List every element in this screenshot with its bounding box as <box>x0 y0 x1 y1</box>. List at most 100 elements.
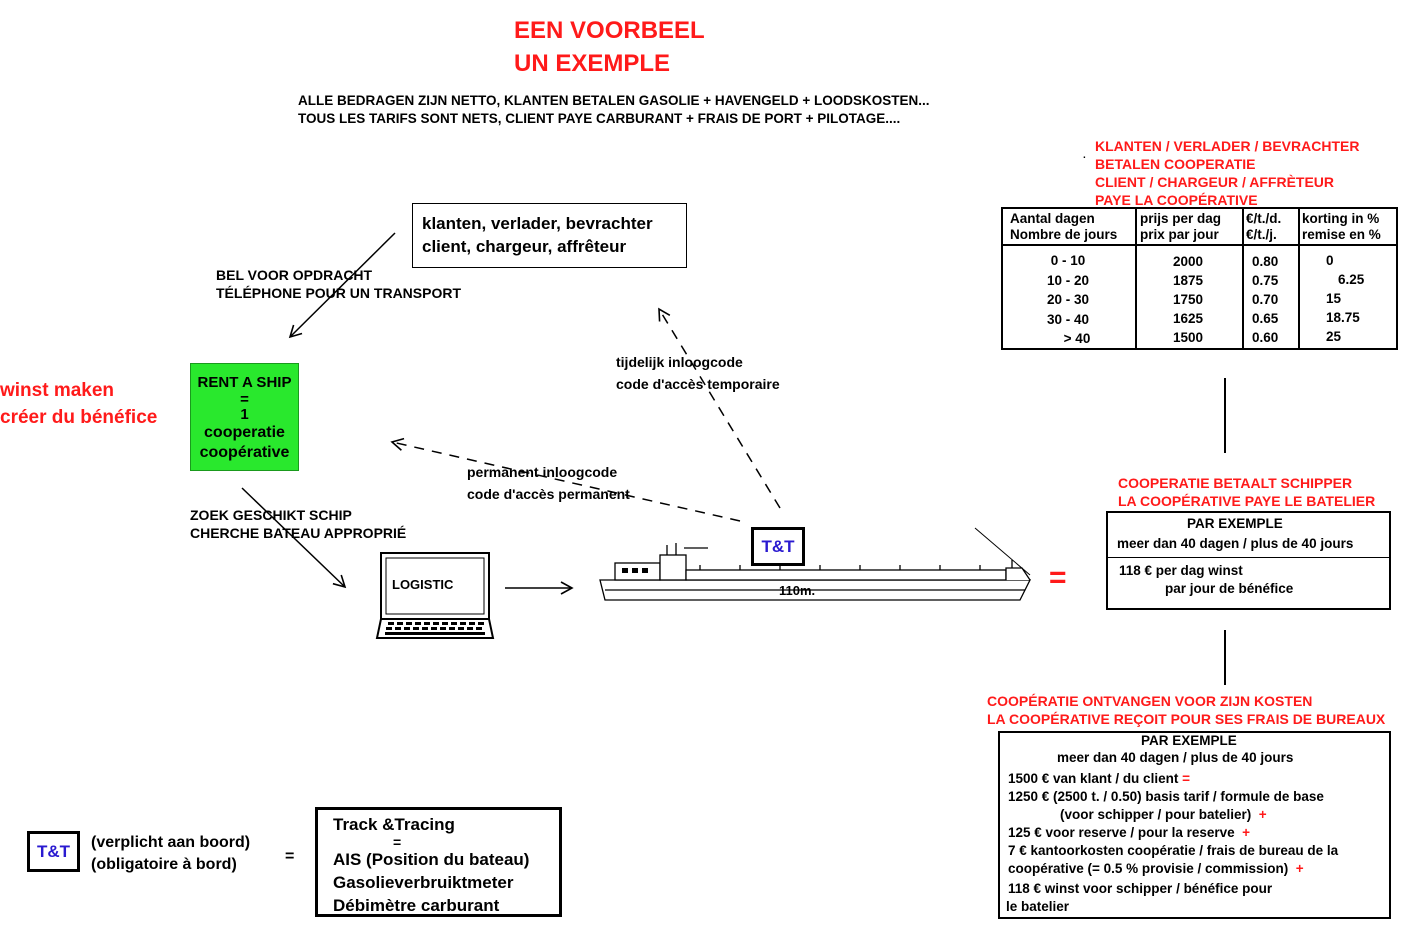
coop-line-2a: 1250 € (2500 t. / 0.50) basis tarif / fo… <box>1008 789 1324 804</box>
tariff-heading: KLANTEN / VERLADER / BEVRACHTER BETALEN … <box>1095 137 1359 209</box>
ship-length: 110m. <box>779 583 816 598</box>
coop-op-4: + <box>1295 861 1304 876</box>
coop-line-4a: 7 € kantoorkosten coopératie / frais de … <box>1008 843 1339 858</box>
legend-box: Track &Tracing = AIS (Position du bateau… <box>315 807 562 917</box>
coop-heading-nl: COOPÉRATIE ONTVANGEN VOOR ZIJN KOSTEN <box>987 693 1313 709</box>
coop-line-5b: le batelier <box>1006 899 1070 914</box>
table-cell: 0.70 <box>1252 292 1279 307</box>
table-cell: 0.60 <box>1252 330 1279 345</box>
profit-fr: créer du bénéfice <box>0 407 158 428</box>
laptop-icon <box>375 552 495 639</box>
table-cell: 6.25 <box>1338 272 1365 287</box>
header-discount-fr: remise en % <box>1302 227 1381 242</box>
table-row: 20 - 30 <box>1046 292 1090 307</box>
table-row: 10 - 20 <box>1046 272 1090 288</box>
laptop-label: LOGISTIC <box>392 577 454 592</box>
table-cell: 1875 <box>1173 273 1204 288</box>
perm-code-label: permanent inloogcode code d'accès perman… <box>467 461 630 505</box>
rent-line-5: coopérative <box>199 444 290 461</box>
coop-op-1: = <box>1182 771 1190 786</box>
header-rate-nl: €/t./d. <box>1246 211 1282 226</box>
table-cell: 0.65 <box>1252 311 1279 326</box>
legend-tt-badge: T&T <box>27 831 80 872</box>
coop-op-3: + <box>1242 825 1251 840</box>
tariff-header-rate: €/t./d. €/t./j. <box>1246 211 1281 243</box>
skipper-heading: COOPERATIE BETAALT SCHIPPER LA COOPÉRATI… <box>1118 474 1375 510</box>
table-cell: 18.75 <box>1326 310 1360 325</box>
ship-tt-badge: T&T <box>751 527 805 566</box>
client-line-2: client, chargeur, affrêteur <box>422 237 627 256</box>
table-row: > 40 <box>1063 331 1091 346</box>
ship-icon <box>599 527 1032 601</box>
rent-line-2: = <box>240 391 249 408</box>
tariff-header-price: prijs per dag prix par jour <box>1140 211 1221 243</box>
header-price-nl: prijs per dag <box>1140 211 1222 226</box>
tariff-heading-2: BETALEN COOPERATIE <box>1095 156 1256 172</box>
header-rate-fr: €/t./j. <box>1246 227 1277 242</box>
tariff-heading-1: KLANTEN / VERLADER / BEVRACHTER <box>1095 138 1360 154</box>
legend-fr: (obligatoire à bord) <box>91 856 237 873</box>
legend-nl: (verplicht aan boord) <box>91 834 251 851</box>
coop-line-1: 1500 € van klant / du client = <box>1008 770 1190 788</box>
legend-equals: = <box>285 848 295 865</box>
table-cell: 1625 <box>1173 311 1204 326</box>
tariff-col-price: 2000 1875 1750 1625 1500 <box>1173 252 1203 347</box>
skipper-days: meer dan 40 dagen / plus de 40 jours <box>1117 536 1354 551</box>
legend-tt-text: (verplicht aan boord) (obligatoire à bor… <box>91 832 250 876</box>
tariff-dot: . <box>1083 150 1086 161</box>
call-fr: TÉLÉPHONE POUR UN TRANSPORT <box>216 285 462 301</box>
perm-code-fr: code d'accès permanent <box>467 486 630 502</box>
client-line-1: klanten, verlader, bevrachter <box>422 214 653 233</box>
table-cell: 1750 <box>1173 292 1204 307</box>
header-days-fr: Nombre de jours <box>1010 227 1118 242</box>
title: EEN VOORBEEL UN EXEMPLE <box>514 14 705 80</box>
table-cell: 0.80 <box>1252 254 1279 269</box>
table-cell: 0 <box>1326 253 1334 268</box>
header-discount-nl: korting in % <box>1302 211 1380 226</box>
arrow-call <box>288 232 396 339</box>
tariff-col-discount: 0 6.25 15 18.75 25 <box>1326 251 1364 346</box>
skipper-example: PAR EXEMPLE <box>1187 516 1283 531</box>
coop-example: PAR EXEMPLE <box>1141 733 1237 748</box>
table-cell: 15 <box>1326 291 1342 306</box>
coop-line-2b: (voor schipper / pour batelier) + <box>1060 806 1267 824</box>
legend-box-line-2: = <box>393 834 402 850</box>
intro-note: ALLE BEDRAGEN ZIJN NETTO, KLANTEN BETALE… <box>298 92 930 128</box>
table-cell: 1500 <box>1173 330 1204 345</box>
legend-box-line-1: Track &Tracing <box>333 815 455 834</box>
call-nl: BEL VOOR OPDRACHT <box>216 267 373 283</box>
skipper-heading-nl: COOPERATIE BETAALT SCHIPPER <box>1118 475 1353 491</box>
coop-line-3-text: 125 € voor reserve / pour la reserve <box>1008 825 1235 840</box>
legend-box-line-4: Gasolieverbruiktmeter <box>333 873 514 892</box>
coop-line-4b: coopérative (= 0.5 % provisie / commissi… <box>1008 860 1304 878</box>
coop-line-1-text: 1500 € van klant / du client <box>1008 771 1179 786</box>
intro-nl: ALLE BEDRAGEN ZIJN NETTO, KLANTEN BETALE… <box>298 93 930 108</box>
legend-box-line-5: Débimètre carburant <box>333 896 500 915</box>
perm-code-nl: permanent inloogcode <box>467 464 618 480</box>
tariff-col-days: 0 - 10 10 - 20 20 - 30 30 - 40 > 40 <box>1040 251 1096 349</box>
arrow-temp-code <box>658 307 781 509</box>
tariff-header-discount: korting in % remise en % <box>1302 211 1381 243</box>
coop-line-2b-text: (voor schipper / pour batelier) <box>1060 807 1252 822</box>
intro-fr: TOUS LES TARIFS SONT NETS, CLIENT PAYE C… <box>298 111 901 126</box>
skipper-profit-2: par jour de bénéfice <box>1165 581 1294 596</box>
coop-days: meer dan 40 dagen / plus de 40 jours <box>1057 750 1294 765</box>
table-row: 30 - 40 <box>1046 311 1090 327</box>
coop-heading: COOPÉRATIE ONTVANGEN VOOR ZIJN KOSTEN LA… <box>987 692 1385 728</box>
coop-heading-fr: LA COOPÉRATIVE REÇOIT POUR SES FRAIS DE … <box>987 711 1386 727</box>
arrow-search <box>241 487 347 589</box>
skipper-profit-1: 118 € per dag winst <box>1119 563 1243 578</box>
skipper-box: PAR EXEMPLE meer dan 40 dagen / plus de … <box>1106 511 1391 610</box>
search-nl: ZOEK GESCHIKT SCHIP <box>190 507 352 523</box>
coop-op-2: + <box>1258 807 1267 822</box>
tariff-header-days: Aantal dagen Nombre de jours <box>1010 211 1117 243</box>
search-fr: CHERCHE BATEAU APPROPRIÉ <box>190 525 407 541</box>
tariff-heading-3: CLIENT / CHARGEUR / AFFRÈTEUR <box>1095 174 1335 190</box>
title-nl: EEN VOORBEEL <box>514 17 705 44</box>
coop-box: PAR EXEMPLE meer dan 40 dagen / plus de … <box>998 731 1391 919</box>
header-days-nl: Aantal dagen <box>1010 211 1095 226</box>
table-cell: 25 <box>1326 329 1342 344</box>
rent-a-ship-box: RENT A SHIP = 1 cooperatie coopérative <box>190 363 299 471</box>
legend-box-line-3: AIS (Position du bateau) <box>333 850 530 869</box>
